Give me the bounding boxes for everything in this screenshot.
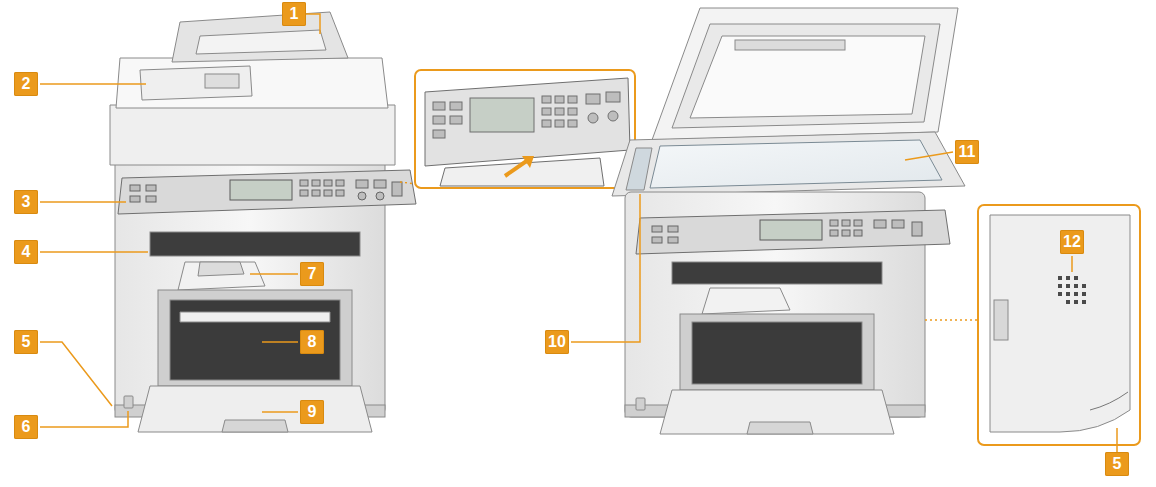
callout-number: 10	[548, 334, 566, 350]
callout-box: 5	[14, 330, 38, 354]
callout-number: 5	[1113, 456, 1122, 472]
callout-number: 3	[22, 194, 31, 210]
callout-box: 1	[282, 2, 306, 26]
callout-box: 12	[1060, 230, 1084, 254]
callout-number: 8	[308, 334, 317, 350]
callout-box: 4	[14, 240, 38, 264]
callout-box: 3	[14, 190, 38, 214]
callout-box: 9	[300, 400, 324, 424]
callout-box: 11	[955, 140, 979, 164]
callout-box: 6	[14, 415, 38, 439]
callout-number: 7	[308, 266, 317, 282]
callout-number: 1	[290, 6, 299, 22]
callout-box: 2	[14, 72, 38, 96]
callout-number: 9	[308, 404, 317, 420]
callout-box: 7	[300, 262, 324, 286]
callout-box: 10	[545, 330, 569, 354]
callout-number: 5	[22, 334, 31, 350]
callout-number: 4	[22, 244, 31, 260]
callout-number: 11	[959, 144, 976, 160]
callout-box: 5	[1105, 452, 1129, 476]
callout-box: 8	[300, 330, 324, 354]
callout-number: 6	[22, 419, 31, 435]
callout-number: 2	[22, 76, 31, 92]
callout-number: 12	[1063, 234, 1081, 250]
